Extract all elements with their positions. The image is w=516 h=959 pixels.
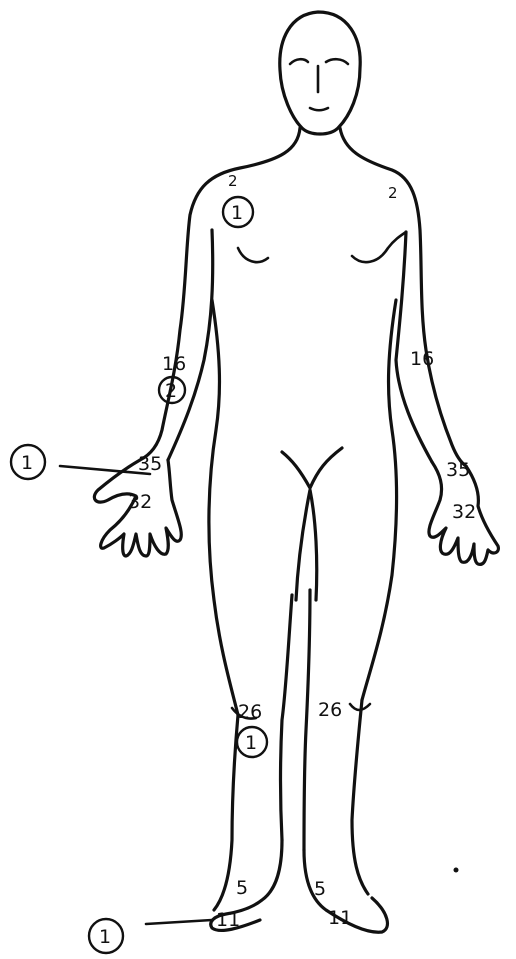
label-knee-right-circled: 1 [245,732,257,754]
label-shoulder-right: 2 [228,172,238,190]
label-hand-right: 32 [128,491,152,513]
ink-dot [454,868,459,873]
label-foot-right: 11 [216,909,240,931]
label-hand-callout-circled: 1 [21,452,33,474]
label-forearm-left: 16 [410,348,434,370]
label-knee-left: 26 [318,699,342,721]
label-shoulder-left: 2 [388,184,398,202]
label-ankle-right: 5 [236,877,248,899]
label-ankle-left: 5 [314,878,326,900]
label-shoulder-right-circled: 1 [231,202,243,224]
label-wrist-right: 35 [138,453,162,475]
label-knee-right: 26 [238,701,262,723]
label-foot-callout-circled: 1 [99,926,111,948]
label-wrist-left: 35 [446,459,470,481]
body-outline [140,128,466,932]
hand-callout-line [60,466,150,474]
foot-callout-line [146,920,212,924]
label-hand-left: 32 [452,501,476,523]
label-foot-left: 11 [328,907,352,929]
head [280,12,360,134]
label-forearm-right-circled: 2 [165,380,177,402]
label-forearm-right: 16 [162,353,186,375]
